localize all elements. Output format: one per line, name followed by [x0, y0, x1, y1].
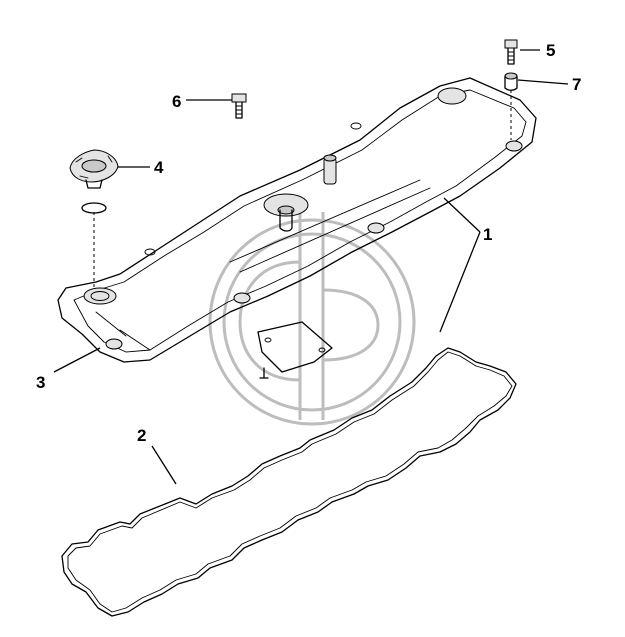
callout-labels: 1 2 3 4 5 6 7: [36, 41, 581, 445]
oil-filler-cap: [69, 149, 119, 290]
callout-4: 4: [154, 158, 164, 177]
callout-2: 2: [137, 426, 146, 445]
logo-watermark: [208, 212, 416, 426]
callout-7: 7: [572, 75, 581, 94]
callout-3: 3: [36, 373, 45, 392]
callout-1: 1: [483, 225, 492, 244]
leader-lines: [53, 49, 569, 485]
callout-5: 5: [546, 41, 555, 60]
spacer-sleeve-7: [504, 72, 518, 140]
valve-cover: [57, 77, 537, 379]
callout-6: 6: [172, 92, 181, 111]
valve-cover-gasket: [61, 347, 517, 617]
bolt-6: [231, 93, 247, 119]
bolt-5: [504, 39, 518, 65]
